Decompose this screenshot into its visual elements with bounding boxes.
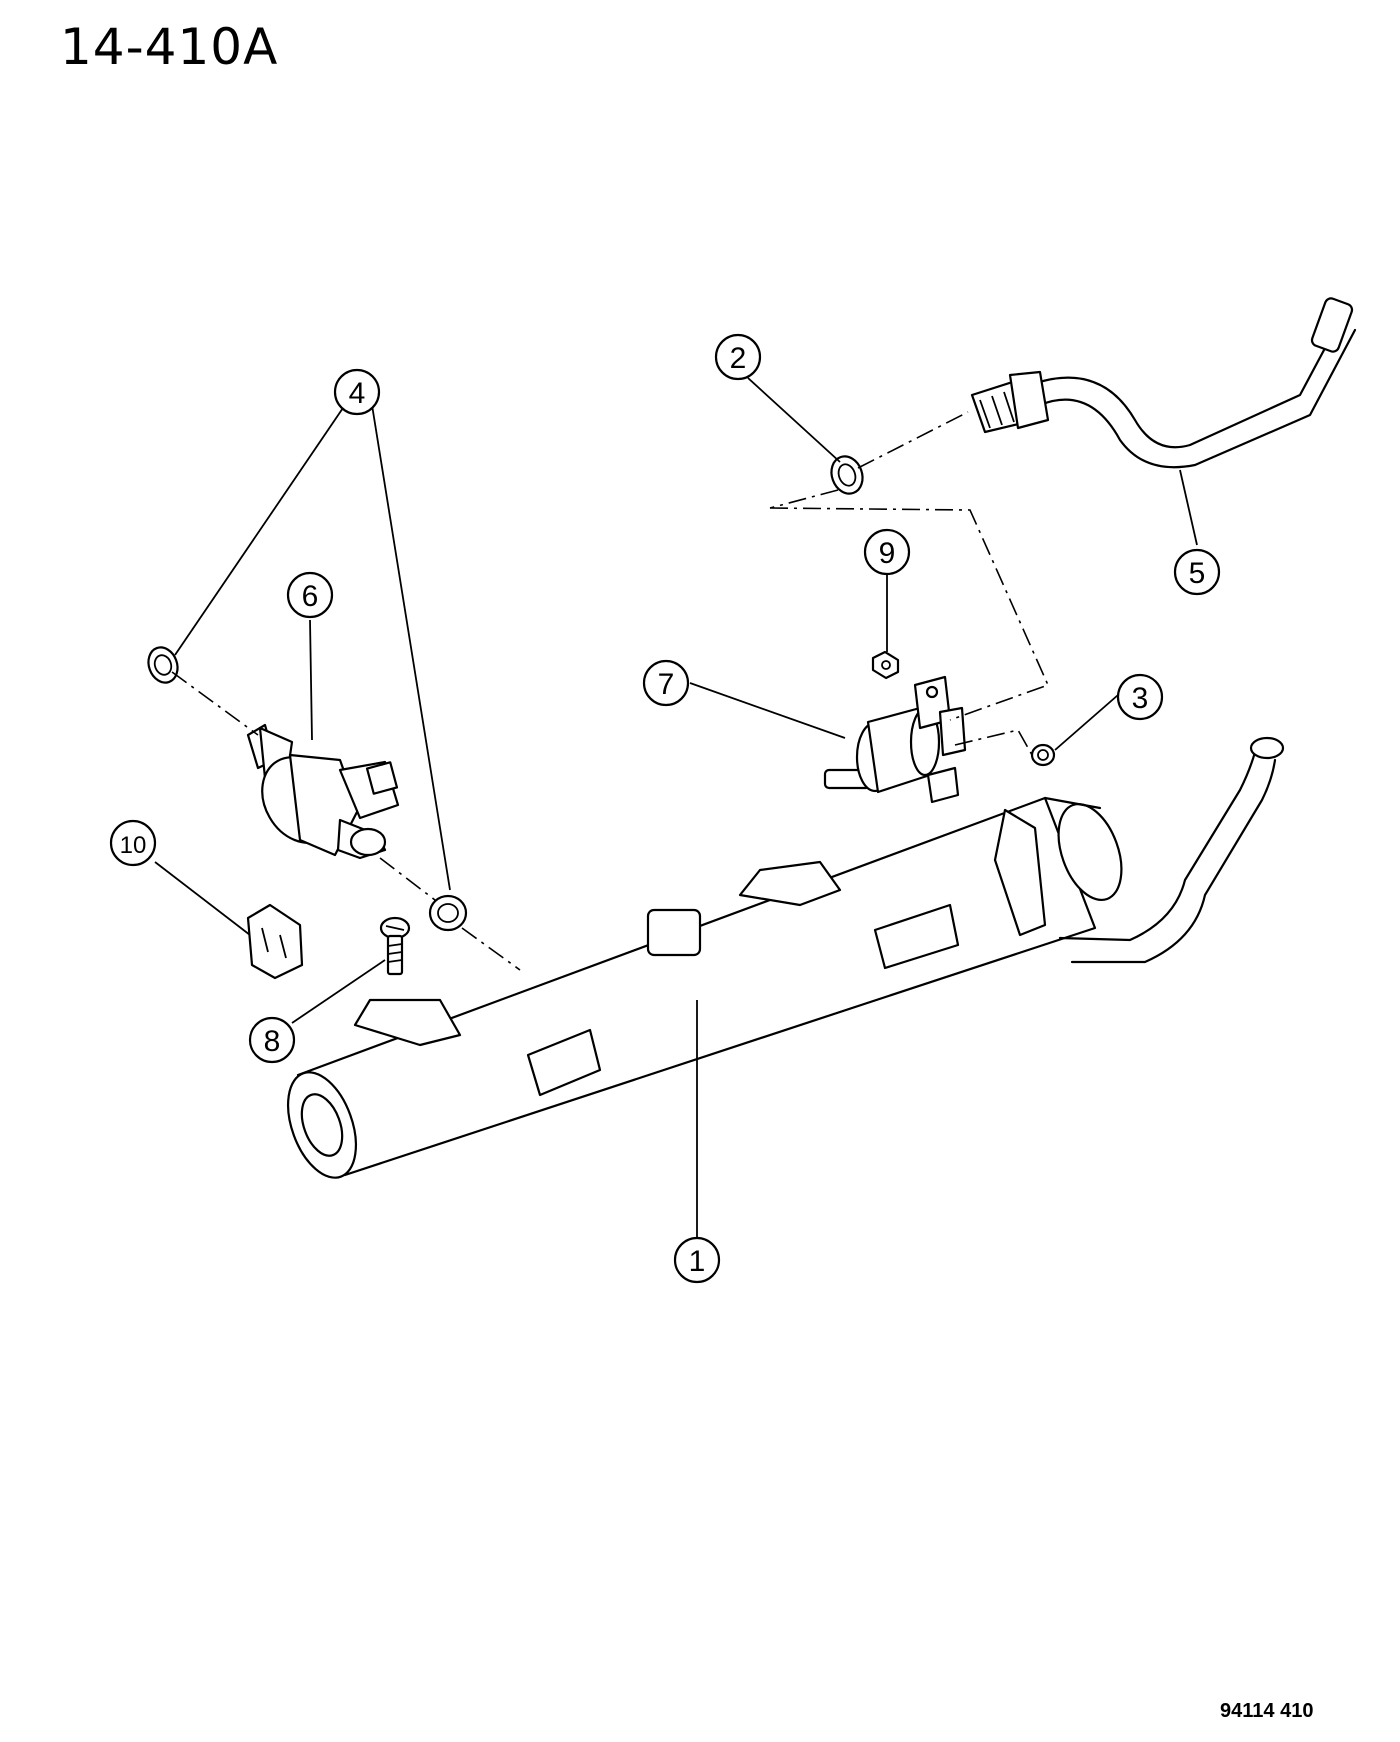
fuel-hose [970, 297, 1357, 469]
screw [379, 916, 411, 976]
callout-5: 5 [1173, 548, 1221, 596]
callout-3: 3 [1116, 673, 1164, 721]
callout-7: 7 [642, 659, 690, 707]
callout-3-label: 3 [1132, 682, 1149, 715]
callout-7-label: 7 [658, 668, 675, 701]
o-rings [147, 455, 1056, 932]
fuel-injector [246, 723, 400, 860]
callout-9: 9 [863, 528, 911, 576]
retaining-clip [246, 903, 304, 980]
pressure-regulator [823, 675, 967, 804]
figure-id: 14-410A [60, 18, 279, 76]
nut [871, 650, 900, 680]
callout-5-label: 5 [1189, 557, 1206, 590]
callout-4-label: 4 [349, 377, 366, 410]
callout-9-label: 9 [879, 537, 896, 570]
callout-8-label: 8 [264, 1025, 281, 1058]
callout-8: 8 [248, 1016, 296, 1064]
callout-4: 4 [333, 368, 381, 416]
callout-1: 1 [673, 1236, 721, 1284]
callout-6-label: 6 [302, 580, 319, 613]
callout-6: 6 [286, 571, 334, 619]
callout-10-label: 10 [120, 832, 147, 859]
callout-10: 10 [109, 819, 157, 867]
callout-2-label: 2 [730, 342, 747, 375]
leader-lines [154, 377, 1198, 1240]
callout-2: 2 [714, 333, 762, 381]
drawing-number: 94114 410 [1220, 1700, 1314, 1722]
fuel-rail [287, 736, 1285, 1179]
callout-1-label: 1 [689, 1245, 706, 1278]
callouts: 1 2 3 4 5 6 7 8 [109, 333, 1221, 1284]
assembly-lines [171, 411, 1050, 971]
